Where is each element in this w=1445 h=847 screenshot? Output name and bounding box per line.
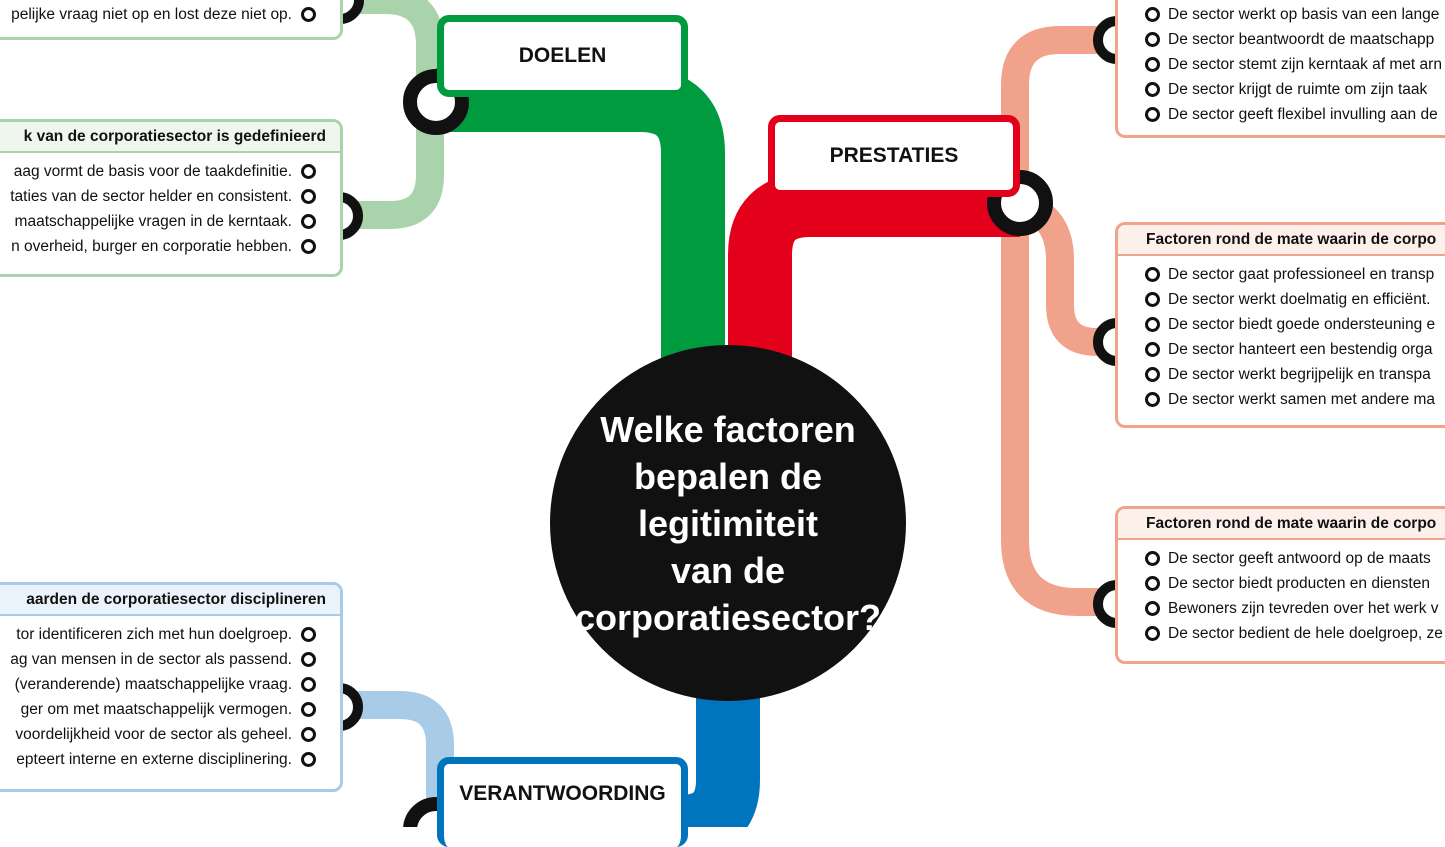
- doelen-sub-connector-top: [343, 0, 444, 100]
- panel-heading: k van de corporatiesector is gedefinieer…: [0, 122, 340, 153]
- bullet-icon: [301, 727, 316, 742]
- bullet-icon: [1145, 392, 1160, 407]
- verantwoording-panel: aarden de corporatiesector disciplineren…: [0, 582, 343, 792]
- list-item: aag vormt de basis voor de taakdefinitie…: [0, 159, 340, 184]
- bullet-icon: [1145, 601, 1160, 616]
- list-item: pelijke vraag niet op en lost deze niet …: [0, 2, 340, 27]
- topic-prestaties: PRESTATIES: [768, 115, 1020, 197]
- list-item: De sector geeft flexibel invulling aan d…: [1118, 102, 1445, 127]
- list-item: De sector hanteert een bestendig orga: [1118, 337, 1445, 362]
- bullet-icon: [301, 652, 316, 667]
- bullet-icon: [1145, 82, 1160, 97]
- bullet-icon: [301, 7, 316, 22]
- prestaties-panel-2: Factoren rond de mate waarin de corpo De…: [1115, 506, 1445, 664]
- prestaties-top-panel: De sector werkt op basis van een lange D…: [1115, 0, 1445, 138]
- list-item: De sector beantwoordt de maatschapp: [1118, 27, 1445, 52]
- list-item: tor identificeren zich met hun doelgroep…: [0, 622, 340, 647]
- list-item: De sector stemt zijn kerntaak af met arn: [1118, 52, 1445, 77]
- bullet-icon: [301, 702, 316, 717]
- panel-heading: Factoren rond de mate waarin de corpo: [1118, 509, 1445, 540]
- list-item: De sector biedt goede ondersteuning e: [1118, 312, 1445, 337]
- bullet-icon: [1145, 107, 1160, 122]
- bullet-icon: [301, 677, 316, 692]
- verantwoording-main-branch: [678, 680, 760, 827]
- panel-heading: Factoren rond de mate waarin de corpo: [1118, 225, 1445, 256]
- list-item: Bewoners zijn tevreden over het werk v: [1118, 596, 1445, 621]
- list-item: ger om met maatschappelijk vermogen.: [0, 697, 340, 722]
- list-item: De sector biedt producten en diensten: [1118, 571, 1445, 596]
- doelen-top-panel: pelijke vraag niet op en lost deze niet …: [0, 0, 343, 40]
- panel-heading: aarden de corporatiesector disciplineren: [0, 585, 340, 616]
- bullet-icon: [301, 214, 316, 229]
- list-item: ag van mensen in de sector als passend.: [0, 647, 340, 672]
- prestaties-main-branch: [728, 173, 1020, 380]
- prestaties-panel-1: Factoren rond de mate waarin de corpo De…: [1115, 222, 1445, 428]
- bullet-icon: [1145, 32, 1160, 47]
- bullet-icon: [1145, 367, 1160, 382]
- bullet-icon: [1145, 576, 1160, 591]
- list-item: De sector werkt begrijpelijk en transpa: [1118, 362, 1445, 387]
- prestaties-sub-connector-top: [1001, 26, 1125, 616]
- bullet-icon: [1145, 292, 1160, 307]
- list-item: De sector geeft antwoord op de maats: [1118, 546, 1445, 571]
- verantwoording-sub-connector: [340, 691, 454, 827]
- list-item: De sector werkt doelmatig en efficiënt.: [1118, 287, 1445, 312]
- bullet-icon: [1145, 317, 1160, 332]
- list-item: maatschappelijke vragen in de kerntaak.: [0, 209, 340, 234]
- bullet-icon: [1145, 57, 1160, 72]
- list-item: De sector bedient de hele doelgroep, ze: [1118, 621, 1445, 646]
- list-item: De sector werkt samen met andere ma: [1118, 387, 1445, 412]
- central-question-node: Welke factoren bepalen de legitimiteit v…: [550, 345, 906, 701]
- bullet-icon: [301, 752, 316, 767]
- list-item: De sector krijgt de ruimte om zijn taak: [1118, 77, 1445, 102]
- list-item: epteert interne en externe disciplinerin…: [0, 747, 340, 772]
- bullet-icon: [301, 239, 316, 254]
- list-item: taties van de sector helder en consisten…: [0, 184, 340, 209]
- doelen-main-branch: [436, 68, 725, 380]
- topic-doelen: DOELEN: [437, 15, 688, 97]
- list-item: n overheid, burger en corporatie hebben.: [0, 234, 340, 259]
- bullet-icon: [1145, 626, 1160, 641]
- topic-verantwoording-label: VERANTWOORDING: [459, 782, 666, 805]
- bullet-icon: [301, 164, 316, 179]
- list-item: De sector gaat professioneel en transp: [1118, 262, 1445, 287]
- bullet-icon: [1145, 267, 1160, 282]
- topic-verantwoording: VERANTWOORDING: [437, 757, 688, 847]
- bullet-icon: [1145, 342, 1160, 357]
- doelen-sub-connector-panel: [340, 100, 444, 229]
- topic-prestaties-label: PRESTATIES: [829, 144, 959, 167]
- bullet-icon: [301, 627, 316, 642]
- topic-doelen-label: DOELEN: [518, 44, 607, 67]
- bullet-icon: [1145, 7, 1160, 22]
- list-item: voordelijkheid voor de sector als geheel…: [0, 722, 340, 747]
- list-item: De sector werkt op basis van een lange: [1118, 2, 1445, 27]
- bullet-icon: [1145, 551, 1160, 566]
- list-item: (veranderende) maatschappelijke vraag.: [0, 672, 340, 697]
- central-question: Welke factoren bepalen de legitimiteit v…: [574, 408, 882, 638]
- doelen-panel: k van de corporatiesector is gedefinieer…: [0, 119, 343, 277]
- bullet-icon: [301, 189, 316, 204]
